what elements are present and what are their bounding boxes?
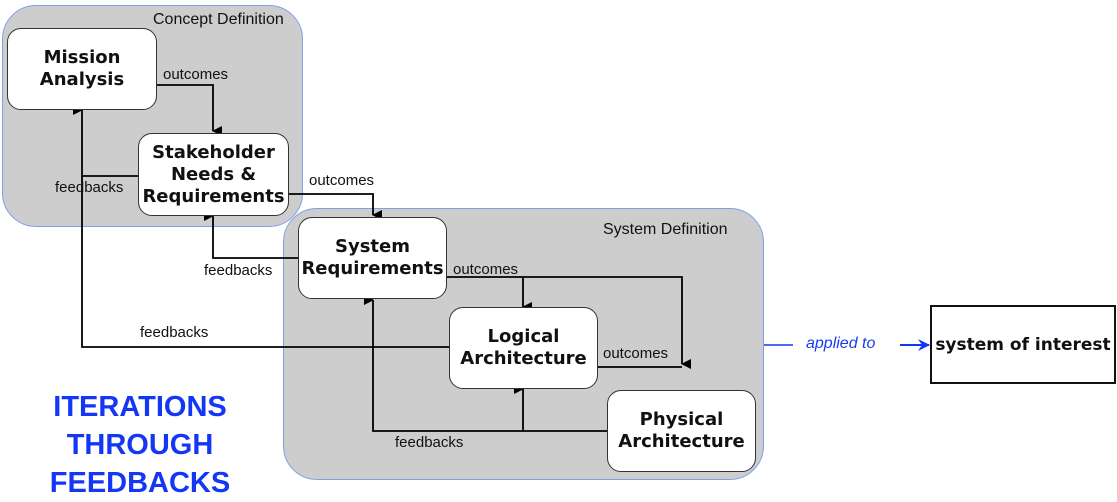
concept-definition-label: Concept Definition [153, 11, 284, 28]
node-system-requirements: System Requirements [298, 217, 447, 299]
label-feedbacks-4: feedbacks [395, 434, 464, 451]
node-physical-architecture: Physical Architecture [607, 390, 756, 472]
edge-mission-to-stakeholder [155, 84, 222, 136]
label-outcomes-4: outcomes [603, 345, 669, 362]
banner-line-2: THROUGH [66, 429, 214, 461]
feedback-stakeholder-to-mission [73, 105, 138, 177]
banner-line-3: FEEDBACKS [49, 467, 231, 499]
system-definition-label: System Definition [603, 221, 728, 238]
banner-line-1: ITERATIONS [53, 391, 227, 423]
node-logical-architecture: Logical Architecture [449, 307, 598, 389]
label-outcomes-3: outcomes [453, 261, 519, 278]
system-of-interest-box: system of interest [930, 305, 1116, 384]
iterations-banner: ITERATIONS THROUGH FEEDBACKS [30, 388, 250, 502]
label-feedbacks-2: feedbacks [204, 262, 273, 279]
feedback-logical-to-mission [81, 176, 449, 348]
node-mission-analysis: Mission Analysis [7, 28, 157, 110]
node-stakeholder-needs: Stakeholder Needs & Requirements [138, 133, 289, 216]
label-feedbacks-3: feedbacks [140, 324, 209, 341]
edge-sysreq-to-physical [523, 276, 691, 369]
feedback-sysreq-to-stakeholder [204, 211, 298, 259]
edge-sysreq-to-logical [447, 276, 532, 312]
feedback-physical-to-logical [514, 384, 607, 432]
label-outcomes-2: outcomes [309, 172, 375, 189]
applied-to-label: applied to [806, 335, 876, 352]
label-feedbacks-1: feedbacks [55, 179, 124, 196]
edge-stakeholder-to-sysreq [289, 193, 382, 220]
feedback-physical-to-sysreq [364, 295, 523, 432]
label-outcomes-1: outcomes [163, 66, 229, 83]
